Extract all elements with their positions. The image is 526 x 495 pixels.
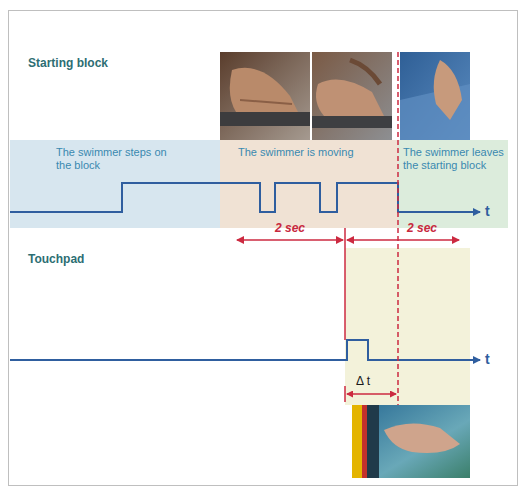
phase-text: The swimmer leaves the starting block	[403, 146, 505, 172]
photo-feet-moving	[312, 52, 392, 140]
photo-feet	[220, 52, 310, 140]
delta-tick	[344, 386, 346, 402]
phase-band: The swimmer is moving	[220, 140, 398, 228]
duration-label: 2 sec	[275, 221, 305, 235]
frame	[9, 11, 518, 486]
phase-band: The swimmer steps on the block	[10, 140, 220, 228]
axis-label: t	[485, 351, 490, 367]
delta-label: Δ t	[356, 374, 370, 388]
section-title: Touchpad	[28, 252, 84, 266]
window-arrow	[347, 239, 459, 241]
touch-marker	[344, 228, 346, 340]
photo-touchpad-hand	[352, 405, 470, 478]
leave-marker	[397, 52, 399, 405]
duration-label: 2 sec	[407, 221, 437, 235]
phase-text: The swimmer is moving	[238, 146, 393, 159]
section-title: Starting block	[28, 56, 108, 70]
phase-band: The swimmer leaves the starting block	[398, 140, 508, 228]
touchpad-signal	[10, 340, 480, 360]
window-arrow	[237, 239, 343, 241]
phase-text: The swimmer steps on the block	[56, 146, 176, 172]
photo-block-hand	[400, 52, 470, 140]
delta-arrow	[347, 393, 396, 395]
axis-label: t	[485, 203, 490, 219]
block-signal	[10, 183, 480, 212]
touch-zone	[345, 248, 470, 405]
